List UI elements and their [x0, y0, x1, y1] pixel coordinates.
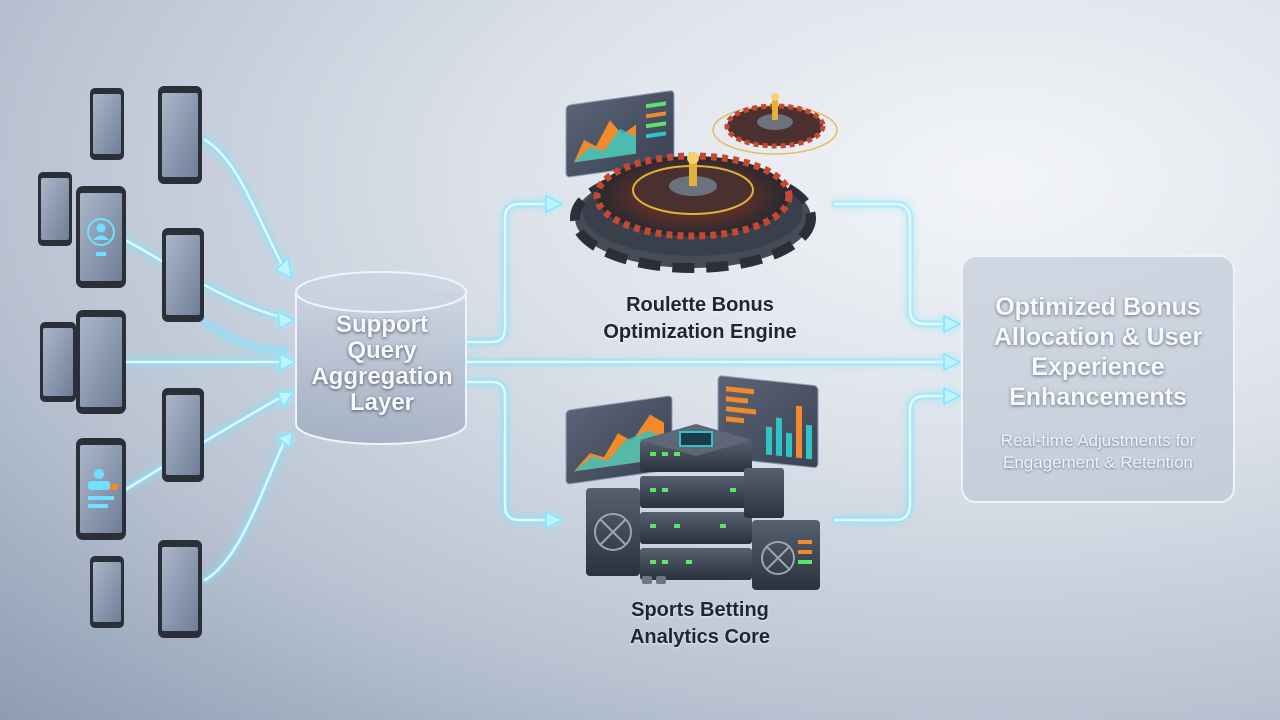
output-title: Optimized Bonus Allocation & User Experi…: [962, 292, 1234, 412]
user-profile-icon: [87, 218, 115, 256]
server-stack-icon: [586, 424, 820, 590]
output-title-line: Experience: [1031, 353, 1165, 381]
smartphone-icon: [76, 310, 126, 414]
output-box: [961, 255, 1235, 503]
smartphone-icon: [38, 172, 72, 246]
sports-label-line: Sports Betting: [631, 599, 769, 621]
smartphone-devices: [38, 86, 204, 638]
output-title-line: Optimized Bonus: [995, 293, 1201, 321]
output-title-line: Allocation & User: [993, 323, 1203, 351]
smartphone-icon: [76, 186, 126, 288]
arrowheads: [275, 195, 961, 529]
user-profile-icon: [88, 469, 118, 508]
smartphone-icon: [40, 322, 76, 402]
flow-arrows: [118, 136, 961, 584]
roulette-wheel-icon: [712, 93, 838, 155]
aggregation-label-line: Layer: [349, 389, 415, 416]
roulette-label-line: Optimization Engine: [603, 321, 797, 343]
output-subtitle-line: Real-time Adjustments for: [1000, 431, 1196, 450]
smartphone-icon: [90, 556, 124, 628]
output-subtitle: Real-time Adjustments for Engagement & R…: [962, 430, 1234, 474]
aggregation-layer-cylinder: [295, 271, 467, 445]
smartphone-icon: [90, 88, 124, 160]
sports-label-line: Analytics Core: [629, 626, 771, 648]
aggregation-label-line: Query: [347, 337, 417, 364]
roulette-engine-label: Roulette Bonus Optimization Engine: [570, 292, 830, 346]
roulette-engine: [565, 90, 838, 273]
roulette-label-line: Roulette Bonus: [626, 294, 774, 316]
smartphone-icon: [158, 86, 202, 184]
aggregation-label-line: Aggregation: [311, 363, 453, 390]
output-title-line: Enhancements: [1009, 383, 1187, 411]
smartphone-icon: [76, 438, 126, 540]
roulette-wheel-icon: [593, 152, 793, 240]
area-chart-icon: [565, 90, 675, 178]
sports-core-label: Sports Betting Analytics Core: [580, 597, 820, 651]
sports-analytics-core: [565, 375, 820, 590]
aggregation-layer-label: Support Query Aggregation Layer: [296, 312, 468, 416]
smartphone-icon: [158, 540, 202, 638]
smartphone-icon: [162, 228, 204, 322]
aggregation-label-line: Support: [336, 311, 428, 338]
smartphone-icon: [162, 388, 204, 482]
output-subtitle-line: Engagement & Retention: [1003, 453, 1193, 472]
